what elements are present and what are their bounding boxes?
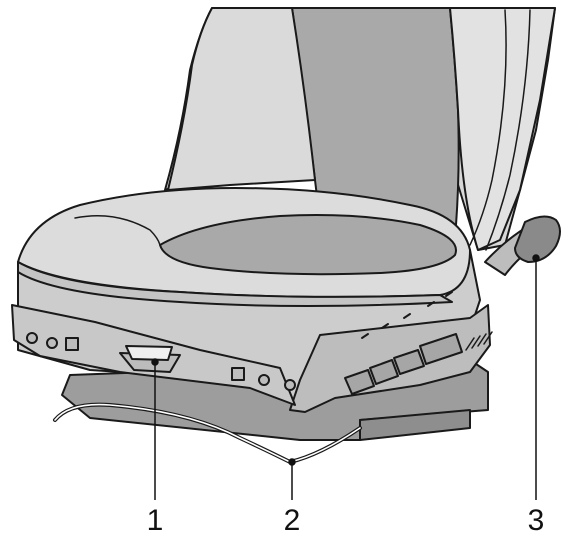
panel-marker-2 [381, 323, 389, 329]
switch-1 [344, 369, 375, 395]
seat-base-shadow [359, 409, 471, 441]
backrest-bolster-left [167, 7, 316, 191]
backrest-bolster-right [449, 7, 556, 251]
switch-3 [393, 349, 425, 375]
trim-square-icon [65, 337, 79, 351]
trim-button-4 [284, 379, 296, 391]
trim-button-2 [46, 337, 58, 349]
trim-button-3 [258, 374, 270, 386]
switch-vents [465, 331, 493, 351]
callout-number-1: 1 [147, 504, 164, 536]
power-seat-switches [344, 333, 463, 395]
backrest-bolster-stitch [469, 9, 507, 246]
adjustment-rod-inner [54, 403, 361, 463]
seat-illustration [11, 7, 561, 464]
switch-4 [419, 333, 463, 365]
recline-lever-handle [514, 215, 561, 263]
panel-marker-1 [361, 333, 369, 339]
panel-marker-3 [403, 313, 411, 319]
front-lever [125, 345, 173, 361]
backrest-bolster-stitch-2 [485, 9, 531, 251]
panel-marker-5 [445, 291, 453, 297]
panel-marker-4 [427, 301, 435, 307]
seat-cushion-stitch [74, 215, 161, 246]
seat-cushion-insert [159, 214, 457, 276]
callout-number-2: 2 [284, 504, 301, 536]
trim-button-1 [26, 332, 38, 344]
leader-dot-3 [532, 254, 540, 262]
leader-dot-1 [151, 358, 159, 366]
callout-leaders [151, 254, 540, 500]
leader-dot-2 [288, 458, 296, 466]
trim-square-icon-2 [231, 367, 245, 381]
switch-2 [369, 359, 399, 385]
seat-front-band [17, 261, 453, 307]
callout-number-3: 3 [528, 504, 545, 536]
